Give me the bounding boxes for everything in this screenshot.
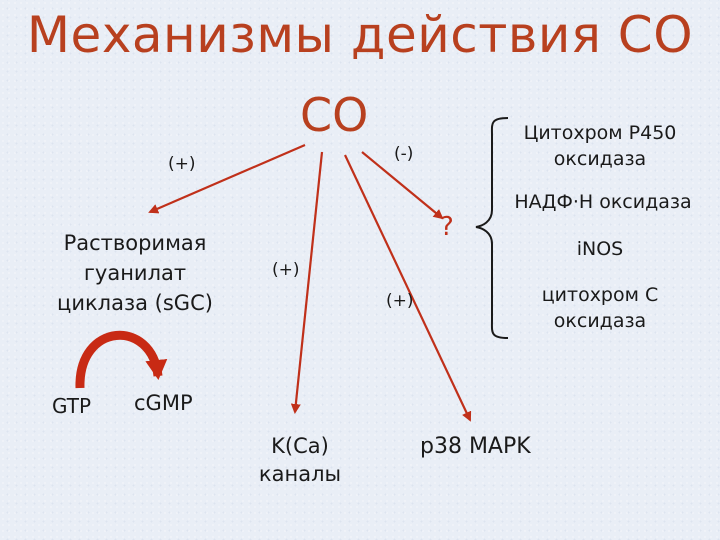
enzyme-p450-line-2: оксидаза [553,148,647,170]
sign-plus-right: (+) [386,291,414,311]
sign-plus-left: (+) [168,154,196,174]
cgmp-label: cGMP [134,391,193,415]
arrow-co-to-question [361,151,444,220]
sgc-line-3: циклаза (sGC) [57,291,213,315]
co-node: СО [300,88,369,142]
enzyme-nadph: НАДФ·Н оксидаза [492,190,714,214]
p38-label: p38 MAPK [420,434,531,459]
kca-line-1: K(Ca) [271,434,329,458]
sign-plus-mid: (+) [272,260,300,280]
arrow-co-to-kca [290,151,324,414]
page-title: Механизмы действия СО [26,6,694,64]
sgc-line-1: Растворимая [63,231,207,255]
enzyme-cyt-c: цитохром С оксидаза [500,282,700,334]
arrow-co-to-sgc [148,143,306,214]
enzyme-bracket [475,117,509,339]
gtp-label: GTP [52,394,92,418]
enzyme-cyt-c-line-2: оксидаза [553,310,647,332]
enzyme-inos: iNOS [500,237,700,261]
enzyme-inos-line: iNOS [576,238,624,260]
enzyme-p450: Цитохром P450 оксидаза [500,120,700,172]
gtp-cgmp-cycle-arrow [75,330,168,389]
arrow-to-p38 [344,154,472,422]
enzyme-nadph-line: НАДФ·Н оксидаза [514,191,692,213]
kca-line-2: каналы [258,462,342,486]
kca-label: K(Ca) каналы [235,432,365,488]
sgc-label: Растворимая гуанилат циклаза (sGC) [30,228,240,318]
sign-minus: (-) [394,144,414,164]
question-mark: ? [440,212,454,242]
enzyme-cyt-c-line-1: цитохром С [541,284,659,306]
enzyme-p450-line-1: Цитохром P450 [523,122,677,144]
sgc-line-2: гуанилат [83,261,187,285]
